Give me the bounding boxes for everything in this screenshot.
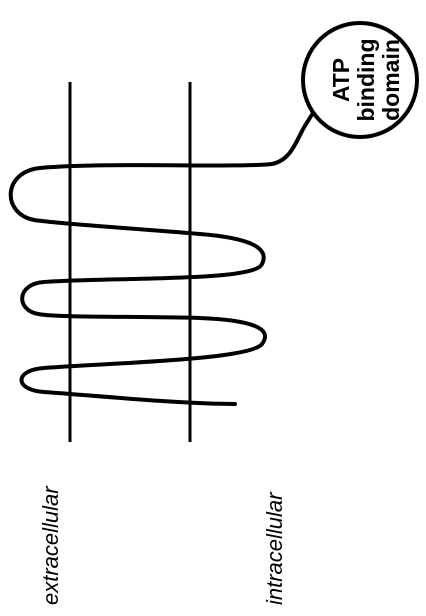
protein-chain <box>8 110 316 406</box>
domain-label-line3: domain <box>378 39 404 121</box>
domain-label-line2: binding <box>353 38 379 121</box>
atp-binding-domain-circle <box>301 21 419 139</box>
domain-label-line1: ATP <box>328 58 354 102</box>
label-extracellular: extracellular <box>38 485 63 605</box>
label-intracellular: intracellular <box>262 491 287 605</box>
